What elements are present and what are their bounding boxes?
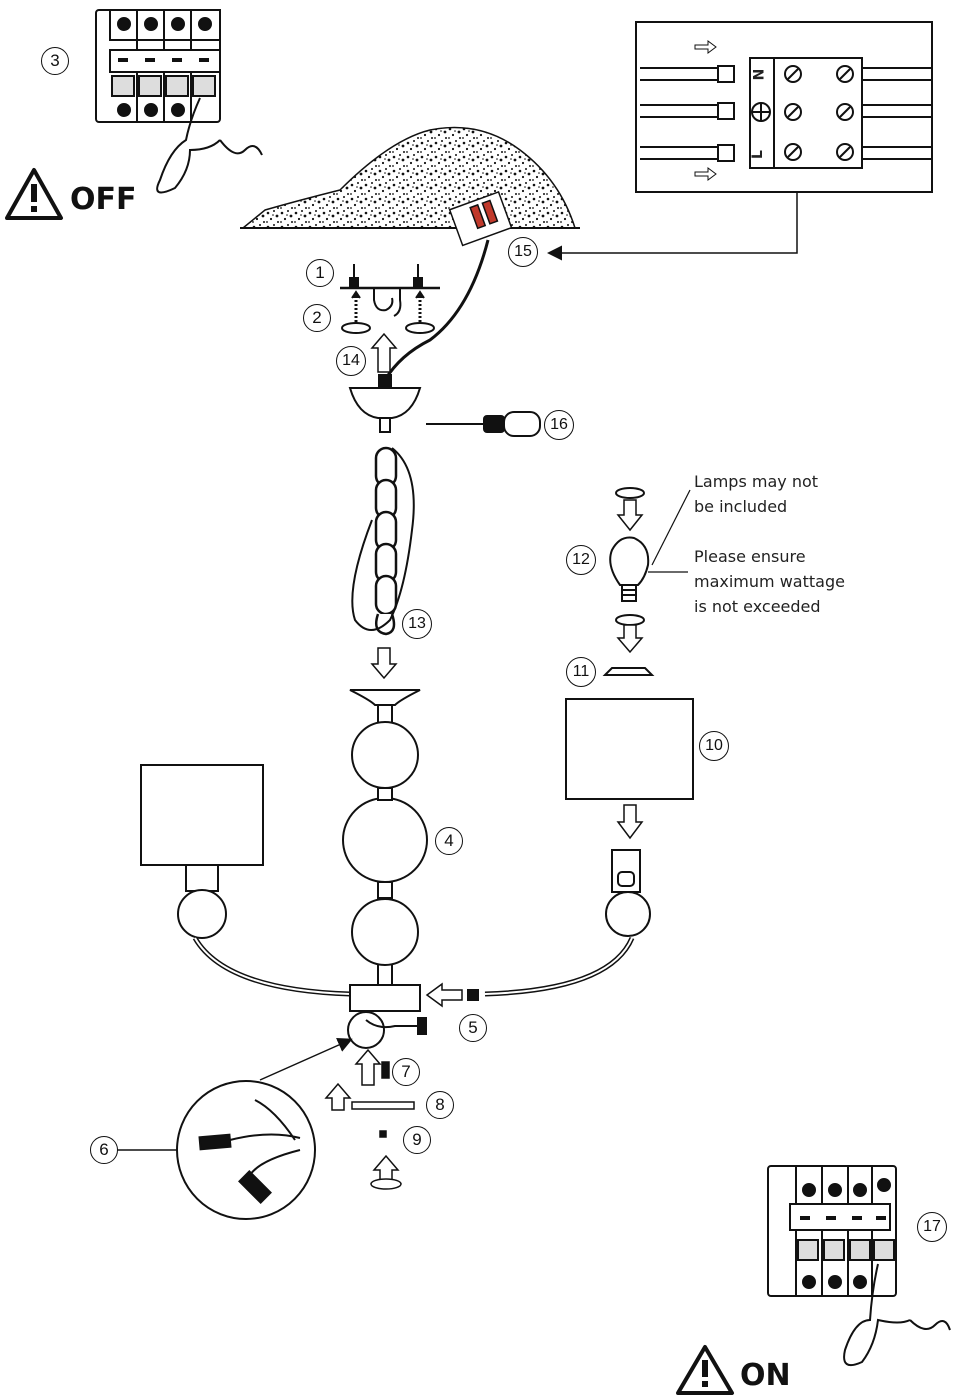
ceiling-surface: [240, 126, 577, 229]
bulb-install: [602, 487, 691, 676]
screwdriver-icon: [426, 411, 541, 437]
step-number-17: 17: [917, 1212, 947, 1242]
arrow-up-icon: [370, 332, 398, 373]
inset-pointer-line: [547, 192, 798, 261]
warning-triangle-icon: [5, 168, 63, 220]
step-number-15: 15: [508, 237, 538, 267]
warning-on-label: ON: [740, 1358, 791, 1393]
step-number-11: 11: [566, 657, 596, 687]
right-arm: [467, 849, 651, 1001]
bottom-parts: [324, 1048, 415, 1190]
arrow-down-icon: [616, 804, 644, 840]
arrow-left-icon: [425, 982, 463, 1008]
terminal-label-l: L: [749, 150, 766, 159]
step-number-14: 14: [336, 346, 366, 376]
step-number-9: 9: [403, 1126, 431, 1154]
light-bulb-icon: [609, 536, 650, 586]
step-number-6: 6: [90, 1136, 118, 1164]
left-arm: [140, 764, 351, 997]
circuit-breaker-off: [95, 9, 263, 194]
step-number-16: 16: [544, 410, 574, 440]
ceiling-connector: [448, 191, 513, 247]
step-number-4: 4: [435, 827, 463, 855]
step-number-10: 10: [699, 731, 729, 761]
step-number-5: 5: [459, 1014, 487, 1042]
terminal-label-n: N: [751, 68, 768, 81]
terminal-block-inset: [635, 21, 933, 193]
warning-triangle-icon: [676, 1345, 734, 1395]
step-number-3: 3: [41, 47, 69, 75]
note-wattage-line1: Please ensure: [694, 547, 806, 566]
chain: [351, 446, 415, 636]
fixture-body: [342, 689, 428, 991]
step-number-2: 2: [303, 304, 331, 332]
note-wattage-line3: is not exceeded: [694, 597, 821, 616]
canopy: [348, 374, 422, 433]
circuit-breaker-on: [767, 1165, 951, 1366]
step-number-7: 7: [392, 1058, 420, 1086]
junction-box: [347, 984, 427, 1049]
supply-cable: [383, 239, 490, 381]
step-number-13: 13: [402, 609, 432, 639]
note-lamps-line1: Lamps may not: [694, 472, 819, 491]
note-lamps-line2: be included: [694, 497, 788, 516]
step-number-8: 8: [426, 1091, 454, 1119]
ceiling-hook-screws: [340, 264, 440, 334]
lamp-shade: [565, 698, 694, 800]
wire-detail-magnifier: [117, 1038, 353, 1220]
step-number-1: 1: [306, 259, 334, 287]
note-wattage-line2: maximum wattage: [694, 572, 845, 591]
warning-off-label: OFF: [70, 182, 137, 217]
step-number-12: 12: [566, 545, 596, 575]
arrow-down-icon: [370, 647, 398, 680]
